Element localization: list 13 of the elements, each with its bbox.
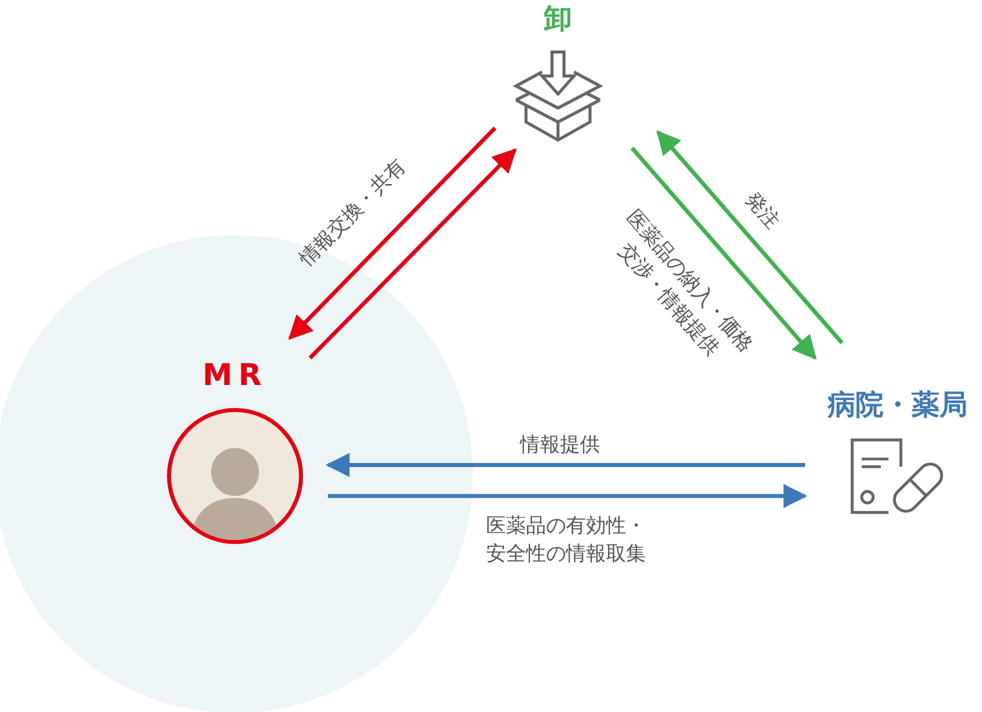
edge-label: 発注: [740, 186, 786, 234]
arrow: [328, 484, 808, 508]
arrow: [656, 130, 844, 344]
edge-label: 情報提供: [520, 431, 600, 458]
arrow: [308, 148, 517, 360]
edge-label: 医薬品の有効性・安全性の情報取集: [485, 512, 647, 567]
arrow: [326, 453, 805, 477]
edge-label: 情報交換・共有: [293, 153, 411, 272]
node-heading: 卸: [544, 2, 572, 36]
node-heading: 病院・薬局: [828, 388, 968, 422]
arrow: [288, 126, 496, 340]
node-heading: MR: [202, 358, 268, 394]
arrow: [630, 146, 817, 360]
